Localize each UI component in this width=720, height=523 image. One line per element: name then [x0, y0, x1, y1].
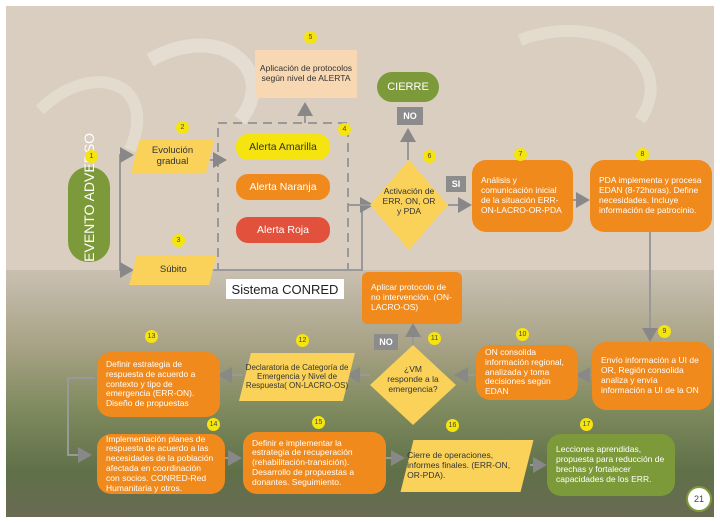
step-number: 3 — [172, 234, 185, 247]
node-vm-responde-diamond: ¿VM responde a la emergencia? — [370, 345, 456, 425]
label-si: SI — [446, 176, 466, 192]
step-number: 11 — [428, 332, 441, 345]
arrow-1-3 — [119, 205, 134, 278]
step-number: 15 — [312, 416, 325, 429]
diamond-shape — [370, 160, 448, 250]
step-number: 9 — [658, 325, 671, 338]
step-number: 1 — [85, 150, 98, 163]
arrow-1-2 — [119, 147, 134, 205]
decor-swirl — [517, 25, 657, 124]
node-estrategia-recuperacion: Definir e implementar la estrategia de r… — [243, 432, 386, 494]
step-number: 13 — [145, 330, 158, 343]
diamond-shape — [370, 345, 456, 425]
step-number: 16 — [446, 419, 459, 432]
node-evento-adverso: EVENTO ADVERSO — [68, 133, 110, 262]
node-envio-informacion: Envío información a UI de OR, Región con… — [592, 342, 712, 410]
step-number: 7 — [514, 148, 527, 161]
label-no-mid: NO — [374, 334, 398, 350]
decor-swirl — [146, 38, 260, 125]
step-number: 4 — [338, 123, 351, 136]
step-number: 6 — [423, 150, 436, 163]
node-definir-estrategia: Definir estrategia de respuesta de acuer… — [97, 352, 220, 417]
node-activacion-diamond: Activación de ERR, ON, OR y PDA — [370, 160, 448, 250]
node-cierre: CIERRE — [377, 72, 439, 102]
node-analisis: Análisis y comunicación inicial de la si… — [472, 160, 573, 232]
node-implementacion-planes: Implementación planes de respuesta de ac… — [97, 434, 225, 494]
page-number-badge: 21 — [686, 486, 712, 512]
arrow-13-14 — [67, 377, 95, 463]
step-number: 17 — [580, 418, 593, 431]
step-number: 12 — [296, 334, 309, 347]
decor-swirl — [35, 76, 143, 153]
alert-roja: Alerta Roja — [236, 217, 330, 243]
label-no-top: NO — [397, 107, 423, 125]
step-number: 2 — [176, 121, 189, 134]
step-number: 14 — [207, 418, 220, 431]
node-protocolo-no-intervencion: Aplicar protocolo de no intervención. (O… — [362, 272, 462, 324]
step-number: 5 — [304, 31, 317, 44]
sistema-conred-label: Sistema CONRED — [226, 279, 344, 299]
node-pda-edan: PDA implementa y procesa EDAN (8-72horas… — [590, 160, 712, 232]
alert-naranja: Alerta Naranja — [236, 174, 330, 200]
node-aplicacion-protocolos: Aplicación de protocolos según nivel de … — [255, 50, 357, 98]
conred-frame — [217, 122, 349, 271]
node-lecciones-aprendidas: Lecciones aprendidas, propuesta para red… — [547, 434, 675, 496]
node-on-consolida: ON consolida información regional, anali… — [476, 345, 578, 400]
alert-amarilla: Alerta Amarilla — [236, 134, 330, 160]
step-number: 8 — [636, 148, 649, 161]
step-number: 10 — [516, 328, 529, 341]
